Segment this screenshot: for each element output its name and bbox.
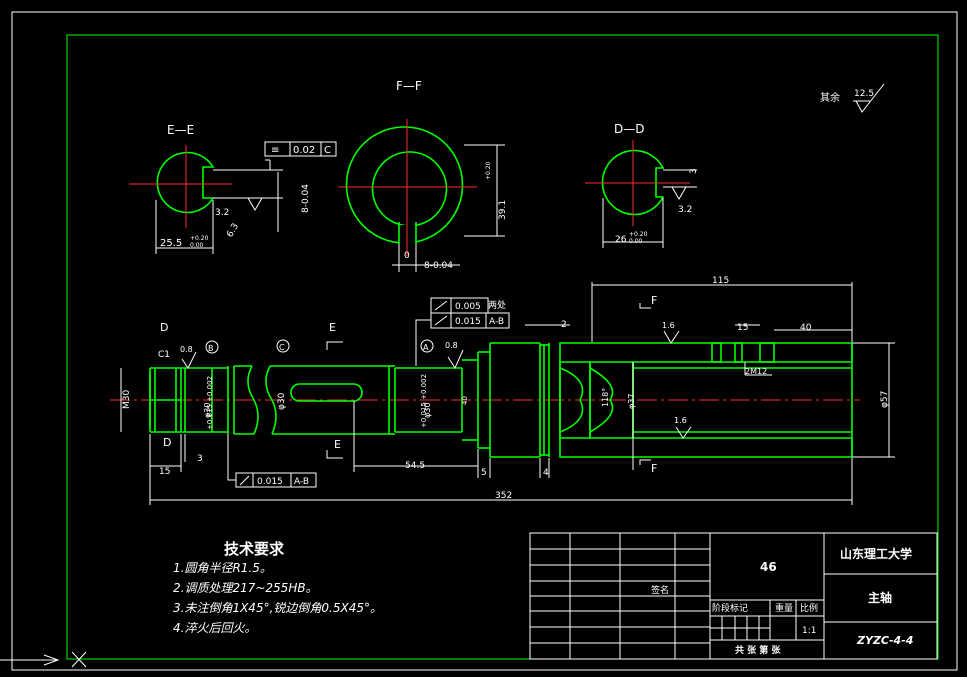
tb-scale-label: 比例 [800,602,818,614]
ee-roughness-side: 6.3 [225,222,241,239]
dim-thread: 2M12 [745,367,767,376]
tech-requirements: 技术要求 1.圆角半径R1.5。 2.调质处理217~255HB。 3.未注倒角… [173,540,382,635]
dd-depth-upper: +0.20 [629,231,648,238]
tol-bottom-datum: A-B [294,477,309,487]
dim-len-3: 3 [197,454,203,464]
ee-depth-upper: +0.20 [190,235,209,242]
ee-tol-datum: C [324,145,331,156]
tb-signature: 签名 [651,584,669,596]
dd-dim-small: 3 [689,168,699,174]
section-ee: E—E ≡ 0.02 C 8-0.04 3.2 6.3 25.5 +0.20 0… [129,123,337,254]
ff-width-dim: 8-0.04 [424,261,453,271]
tech-item-2: 2.调质处理217~255HB。 [173,581,318,595]
ff-depth-dim: 39.1 [498,200,508,220]
ee-roughness: 3.2 [215,208,229,218]
dim-len-115: 115 [712,276,729,286]
section-ff-title: F—F [396,79,422,93]
tol-top-value-1: 0.005 [455,302,481,312]
label-d-top: D [160,321,168,334]
dim-d30-b: φ30 [203,403,212,418]
dd-roughness: 3.2 [678,205,692,215]
datum-b: B [208,344,214,353]
ff-width-upper: 0 [404,251,410,261]
dim-d30-mid: φ30 [277,392,287,410]
tech-item-1: 1.圆角半径R1.5。 [173,561,272,575]
tol-top-datum-2: A-B [489,317,504,327]
label-f-top: F [651,294,657,307]
outer-frame [11,11,958,671]
roughness-bore-top: 1.6 [662,321,675,330]
tb-part-name: 主轴 [868,590,892,605]
ucs-icon [0,651,87,668]
ee-tol-symbol: ≡ [271,145,279,156]
dim-len-15: 15 [159,467,170,477]
dim-m30: M30 [122,390,132,409]
label-d-bottom: D [163,436,171,449]
roughness-prefix: 其余 [820,91,840,104]
section-dd: D—D 3 3.2 26 +0.20 0.00 [585,122,699,248]
ff-depth-upper: +0.20 [485,161,492,180]
roughness-value: 12.5 [854,89,874,99]
dim-d30-a: φ30 [423,403,432,418]
dim-len-40: 40 [800,323,812,333]
tb-sheet: 共 张 第 张 [735,644,781,656]
dim-118: 118° [601,388,610,407]
ee-width-dim: 8-0.04 [301,184,311,213]
roughness-bore-bottom: 1.6 [674,416,687,425]
tech-item-3: 3.未注倒角1X45°,锐边倒角0.5X45°。 [173,601,382,615]
ee-depth-dim: 25.5 [160,238,182,249]
label-e-top: E [329,321,336,334]
tb-scale: 1:1 [802,626,816,636]
tb-stage: 阶段标记 [712,602,748,614]
dim-len-2: 2 [561,320,567,330]
dim-len-15b: 15 [737,323,748,333]
label-chamfer: C1 [158,350,170,360]
dd-depth-lower: 0.00 [629,238,643,245]
tol-top-value-2: 0.015 [455,317,481,327]
tb-weight: 重量 [775,602,793,614]
inner-border [66,34,939,660]
ee-depth-lower: 0.00 [190,242,204,249]
dim-len-4: 4 [543,468,549,478]
ee-tol-value: 0.02 [293,145,315,156]
dim-d40: 40 [461,396,469,405]
dim-len-352: 352 [495,491,512,501]
tb-school: 山东理工大学 [840,546,912,561]
section-ff: F—F 39.1 +0.20 0 8-0.04 [338,79,508,272]
dim-d30-b-tol: +0.015 +0.002 [206,376,214,430]
roughness-note: 其余 12.5 [820,83,885,113]
tol-bottom-value: 0.015 [257,477,283,487]
roughness-b: 0.8 [180,345,193,354]
dim-len-54: 54.5 [405,461,425,471]
label-f-bottom: F [651,462,657,475]
datum-a: A [423,343,429,352]
tech-title: 技术要求 [224,540,285,558]
section-ee-title: E—E [167,123,194,137]
main-view: D D E E F F C1 B C A 0.8 0.8 1.6 1.6 0.0… [110,276,895,505]
tb-material: 46 [760,560,777,574]
datum-c: C [279,343,285,352]
roughness-a: 0.8 [445,341,458,350]
title-block: 签名 46 阶段标记 重量 比例 1:1 共 张 第 张 山东理工大学 主轴 Z… [529,532,938,660]
tech-item-4: 4.淬火后回火。 [173,621,256,635]
dd-depth-dim: 26 [615,235,627,245]
label-e-bottom: E [334,438,341,451]
dim-d30-a-tol: +0.015 +0.002 [420,374,428,428]
tol-top-note: 两处 [488,299,506,311]
dim-len-5: 5 [481,468,487,478]
section-dd-title: D—D [614,122,644,136]
dim-d37: φ37 [627,394,636,409]
dim-d57: φ57 [880,391,890,408]
tb-drawing-no: ZYZC-4-4 [856,634,913,647]
